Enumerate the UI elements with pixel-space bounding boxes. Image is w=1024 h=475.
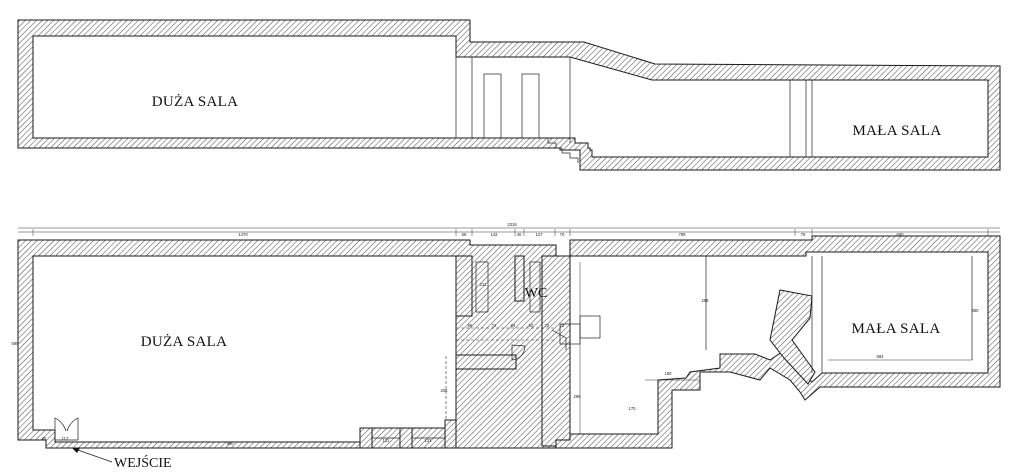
svg-text:72: 72 — [492, 323, 497, 328]
column — [399, 427, 413, 449]
dim-label: 170 — [629, 406, 637, 411]
dim-label-total: 2316 — [507, 222, 517, 227]
svg-text:72: 72 — [560, 323, 565, 328]
upper-step-detail — [547, 138, 579, 163]
dim-label: 45 — [42, 436, 47, 441]
dim-label: 360 — [972, 308, 980, 313]
wc-dimension-row: 66 72 64 60 72 72 — [468, 323, 565, 328]
wc-cubicle — [529, 261, 541, 313]
dim-label: 584 — [877, 354, 885, 359]
svg-text:60: 60 — [529, 323, 534, 328]
dim-label: 900 — [227, 441, 235, 446]
dim-label: 79 — [801, 232, 806, 237]
column — [444, 419, 457, 449]
dim-label: 208 — [441, 388, 449, 393]
upper-door-frame — [521, 73, 540, 139]
svg-text:66: 66 — [468, 323, 473, 328]
label-large-hall: DUŻA SALA — [141, 334, 227, 350]
dim-label: 595 — [12, 341, 20, 346]
dim-label: 180 — [665, 371, 673, 376]
label-entrance: WEJŚCIE — [114, 454, 172, 471]
dim-label: 789 — [679, 232, 687, 237]
upper-label-small-hall: MAŁA SALA — [853, 123, 942, 139]
label-wc: WC — [525, 286, 548, 301]
stair-wall — [541, 255, 571, 447]
wc-wall — [455, 255, 473, 317]
upper-label-large-hall: DUŻA SALA — [152, 94, 238, 110]
entrance-arrow-line — [74, 448, 113, 463]
dim-label: 1470 — [238, 232, 248, 237]
label-small-hall: MAŁA SALA — [852, 321, 941, 337]
entrance-doors — [54, 417, 79, 441]
dim-label: 299 — [574, 394, 582, 399]
dim-label: 600 — [897, 232, 905, 237]
column — [359, 427, 373, 449]
dimension-ticks — [32, 229, 989, 236]
dim-label: 288 — [702, 298, 710, 303]
dim-label: 117 — [62, 436, 69, 441]
dim-label: 131 — [425, 438, 433, 443]
svg-text:72: 72 — [545, 323, 550, 328]
dim-label: 131 — [383, 438, 391, 443]
upper-door-frame — [483, 73, 502, 139]
dim-label: 40 — [517, 232, 522, 237]
fixture-box — [579, 315, 601, 339]
lower-plan: 1470 68 142 40 127 70 789 79 600 2316 — [12, 222, 1001, 471]
large-hall-walls — [17, 239, 557, 449]
dim-label: 68 — [462, 232, 467, 237]
door-swing — [511, 344, 526, 361]
corridor-wall — [455, 354, 517, 370]
door-swing — [551, 329, 567, 350]
dim-label: 70 — [560, 232, 565, 237]
right-wing-walls — [555, 235, 1001, 449]
wc-wall — [514, 255, 525, 302]
entrance-arrow-head — [72, 448, 80, 453]
stair-slab — [769, 289, 816, 385]
upper-plan: DUŻA SALA MAŁA SALA — [17, 19, 1001, 171]
dim-label: 211 — [480, 282, 487, 287]
wc-cubicle — [475, 261, 489, 313]
dim-label: 127 — [536, 232, 544, 237]
dim-label: 142 — [491, 232, 499, 237]
svg-text:64: 64 — [511, 323, 516, 328]
